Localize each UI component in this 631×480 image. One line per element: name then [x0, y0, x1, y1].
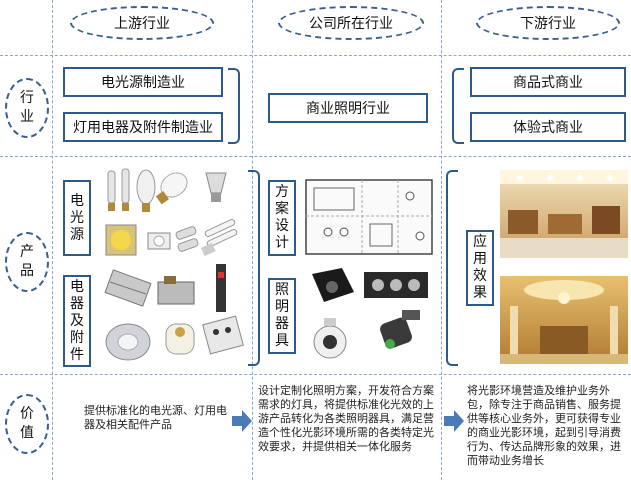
column-header-upstream-label: 上游行业 — [114, 16, 170, 32]
divider-top — [0, 55, 631, 56]
metal-halide-lamp-icon — [107, 168, 130, 211]
fixtures-char: 器 — [275, 316, 289, 332]
column-header-upstream: 上游行业 — [70, 6, 214, 40]
divider-col-2 — [252, 0, 253, 480]
appliances-char: 器 — [70, 295, 84, 312]
column-header-company-label: 公司所在行业 — [309, 16, 393, 32]
store-interior-photo-2 — [500, 276, 628, 364]
value-downstream-text: 将光影环境营造及维护业务外包，除专注于商品销售、服务提供等核心业务外，更可获得专… — [467, 384, 621, 467]
transformer-icon — [157, 276, 195, 305]
product-downstream-bracket — [446, 170, 458, 366]
fixtures-char: 照 — [275, 282, 289, 298]
reflector-bulb-icon — [205, 172, 227, 202]
floor-plan-image — [305, 179, 433, 255]
divider-industry-product — [0, 156, 631, 157]
arrow-right-icon — [232, 410, 252, 432]
terminal-block-icon — [202, 315, 244, 355]
row-label-product: 产 品 — [5, 232, 49, 292]
design-char: 设 — [275, 218, 289, 234]
sodium-lamp-icon — [136, 169, 156, 212]
row-label-value-char: 价 — [20, 406, 34, 422]
downstream-industry-1-label: 商品式商业 — [513, 75, 583, 91]
electronic-driver-icon — [216, 264, 226, 312]
value-company-text: 设计定制化照明方案，开发符合方案需求的灯具，将提供标准化光效的上游产品转化为各类… — [258, 384, 434, 453]
cfl-lamp-icon — [200, 219, 238, 257]
row-label-industry-char: 业 — [20, 109, 34, 125]
divider-col-1 — [52, 0, 53, 480]
upstream-industry-1-label: 电光源制造业 — [101, 75, 185, 91]
light-source-box: 电 光 源 — [63, 180, 91, 256]
store-interior-photo-1 — [500, 170, 628, 258]
downstream-bracket — [452, 68, 464, 144]
column-header-company: 公司所在行业 — [278, 6, 424, 40]
row-label-value: 价 值 — [5, 394, 49, 454]
fixtures-char: 具 — [275, 333, 289, 349]
fixture-images — [312, 268, 428, 359]
row-label-industry: 行 业 — [5, 78, 49, 138]
grille-light-icon — [364, 272, 428, 298]
led-module-icon — [147, 232, 171, 250]
halogen-lamp-icon — [175, 226, 199, 252]
downstream-industry-1: 商品式商业 — [470, 67, 626, 97]
reflector-cup-icon — [105, 323, 151, 361]
divider-col-3 — [441, 0, 442, 480]
light-source-char: 源 — [70, 226, 84, 243]
arrow-right-icon — [444, 410, 464, 432]
effect-char: 果 — [473, 285, 487, 301]
upstream-industry-2-label: 灯用电器及附件制造业 — [73, 120, 213, 136]
company-industry: 商业照明行业 — [268, 93, 428, 123]
design-char: 计 — [275, 235, 289, 251]
effect-char: 效 — [473, 268, 487, 284]
row-label-product-char: 品 — [20, 263, 34, 279]
row-label-value-char: 值 — [20, 425, 34, 441]
downstream-industry-2-label: 体验式商业 — [513, 120, 583, 136]
upstream-industry-2: 灯用电器及附件制造业 — [63, 112, 223, 142]
column-header-downstream-label: 下游行业 — [520, 16, 576, 32]
row-label-industry-char: 行 — [20, 90, 34, 106]
fixtures-char: 明 — [275, 299, 289, 315]
downstream-industry-2: 体验式商业 — [470, 112, 626, 142]
square-downlight-icon — [312, 268, 354, 302]
lamp-images-appliances — [104, 264, 244, 361]
appliances-char: 电 — [70, 278, 84, 295]
cob-led-icon — [105, 224, 137, 256]
design-char: 案 — [275, 201, 289, 217]
spotlight-icon — [313, 318, 347, 359]
light-source-char: 电 — [70, 192, 84, 209]
appliances-char: 及 — [70, 312, 84, 329]
appliances-char: 附 — [70, 329, 84, 346]
ballast-icon — [104, 269, 152, 307]
company-industry-label: 商业照明行业 — [306, 101, 390, 117]
appliances-char: 件 — [70, 346, 84, 363]
lamp-holder-icon — [165, 323, 195, 355]
row-label-product-char: 产 — [20, 244, 34, 260]
upstream-bracket — [228, 68, 240, 144]
divider-product-value — [0, 374, 631, 375]
design-char: 方 — [275, 184, 289, 200]
upstream-industry-1: 电光源制造业 — [63, 67, 223, 97]
effect-box: 应 用 效 果 — [466, 230, 494, 306]
effect-char: 应 — [473, 234, 487, 250]
column-header-downstream: 下游行业 — [476, 6, 620, 40]
value-upstream-text: 提供标准化的电光源、灯用电器及相关配件产品 — [84, 404, 227, 431]
effect-char: 用 — [473, 251, 487, 267]
light-source-char: 光 — [70, 209, 84, 226]
design-box: 方 案 设 计 — [268, 180, 296, 256]
fixtures-box: 照 明 器 具 — [268, 278, 296, 354]
product-upstream-bracket — [248, 170, 260, 366]
hid-bulb-icon — [155, 172, 188, 205]
lamp-images-light-source — [105, 168, 238, 257]
track-light-icon — [380, 310, 420, 349]
appliances-box: 电 器 及 附 件 — [63, 275, 91, 367]
